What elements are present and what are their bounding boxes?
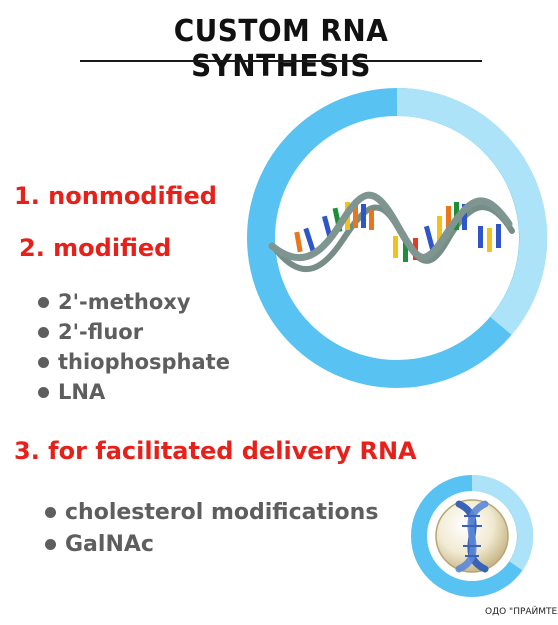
rna-ring-graphic	[247, 87, 548, 388]
bullet-icon	[45, 538, 56, 550]
bullet-icon	[38, 296, 49, 308]
bullet-icon	[38, 356, 49, 368]
list-item: LNA	[38, 377, 230, 407]
modified-sublist: 2'-methoxy 2'-fluor thiophosphate LNA	[38, 287, 230, 407]
dna-sphere-icon	[435, 499, 509, 573]
list-item: thiophosphate	[38, 347, 230, 377]
dna-ring-graphic	[411, 474, 534, 597]
bullet-icon	[45, 506, 56, 518]
delivery-sublist: cholesterol modifications GalNAc	[45, 496, 378, 560]
title-underline	[80, 60, 482, 62]
page-title: CUSTOM RNA SYNTHESIS	[173, 14, 389, 84]
small-ring-light-segment	[471, 474, 534, 571]
list-item: GalNAc	[45, 528, 378, 560]
list-item: cholesterol modifications	[45, 496, 378, 528]
item-modified: 2. modified	[19, 234, 172, 262]
bullet-icon	[38, 326, 49, 338]
ring-light-segment	[396, 87, 548, 336]
item-nonmodified: 1. nonmodified	[14, 182, 217, 210]
rna-helix-icon	[268, 191, 515, 273]
bullet-icon	[38, 386, 49, 398]
item-delivery-rna: 3. for facilitated delivery RNA	[14, 437, 417, 465]
list-item: 2'-fluor	[38, 317, 230, 347]
list-item: 2'-methoxy	[38, 287, 230, 317]
credit-text: ОДО "ПРАЙМТЕХ	[485, 607, 558, 617]
